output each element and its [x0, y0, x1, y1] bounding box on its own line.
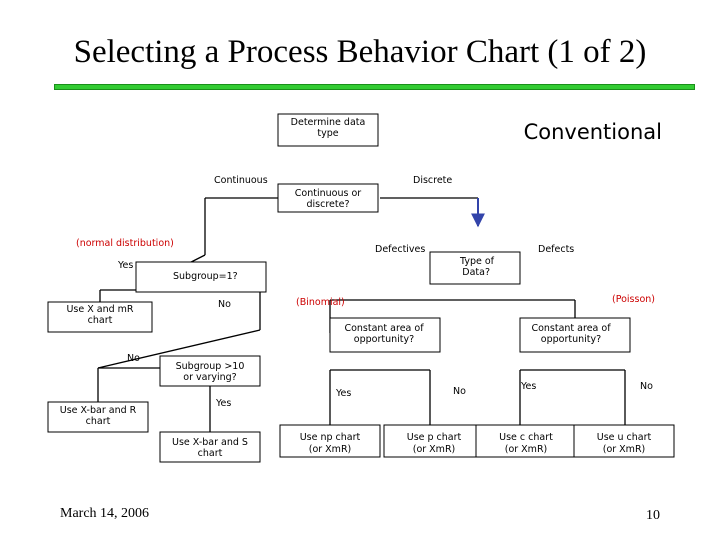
- defectives-label: Defectives: [375, 244, 425, 255]
- use-xbar-s-line1: Use X-bar and S: [172, 437, 248, 448]
- use-np-chart-line1: Use np chart: [300, 432, 361, 443]
- connector-lines: [97, 197, 626, 432]
- subgroup-gt-10-line2: or varying?: [183, 372, 236, 383]
- subgroup-gt-10-line1: Subgroup >10: [176, 361, 245, 372]
- subgroup-equal-1-box: [135, 261, 267, 293]
- connector-line: [97, 329, 261, 369]
- use-x-mr-box: [47, 301, 153, 333]
- use-xbar-s-box: [159, 431, 261, 463]
- constant-area-left-line2: opportunity?: [354, 334, 414, 345]
- yes-label-4: Yes: [520, 381, 536, 392]
- continuous-or-discrete-line2: discrete?: [307, 199, 350, 210]
- use-c-chart-line2: (or XmR): [505, 444, 548, 455]
- yes-label-2: Yes: [215, 398, 231, 409]
- use-x-mr-line2: chart: [88, 315, 113, 326]
- use-p-chart-line2: (or XmR): [413, 444, 456, 455]
- use-p-chart-line1: Use p chart: [407, 432, 462, 443]
- constant-area-right-line1: Constant area of: [531, 323, 611, 334]
- yes-label-1: Yes: [117, 260, 133, 271]
- use-xbar-s-line2: chart: [198, 448, 223, 459]
- use-u-chart-line1: Use u chart: [597, 432, 652, 443]
- continuous-label: Continuous: [214, 175, 268, 186]
- use-xbar-r-line2: chart: [86, 416, 111, 427]
- page-number: 10: [646, 508, 660, 523]
- yes-label-3: Yes: [335, 388, 351, 399]
- continuous-or-discrete-box: [277, 183, 379, 213]
- constant-area-right-box: [519, 317, 631, 353]
- use-u-chart-line2: (or XmR): [603, 444, 646, 455]
- normal-distribution-label: (normal distribution): [76, 238, 174, 249]
- use-np-chart-box: [279, 424, 381, 458]
- conventional-label: Conventional: [524, 120, 662, 144]
- type-of-data-line2: Data?: [462, 267, 490, 278]
- slide-date: March 14, 2006: [60, 506, 150, 521]
- use-np-chart-line2: (or XmR): [309, 444, 352, 455]
- poisson-label: (Poisson): [612, 294, 655, 305]
- no-label-4: No: [640, 381, 653, 392]
- subgroup-equal-1-label: Subgroup=1?: [173, 271, 238, 282]
- discrete-label: Discrete: [413, 175, 452, 186]
- slide-title: Selecting a Process Behavior Chart (1 of…: [73, 34, 647, 70]
- use-p-chart-box: [383, 424, 485, 458]
- subgroup-gt-10-box: [159, 355, 261, 387]
- constant-area-right-line2: opportunity?: [541, 334, 601, 345]
- defects-label: Defects: [538, 244, 574, 255]
- constant-area-left-line1: Constant area of: [344, 323, 424, 334]
- type-of-data-line1: Type of: [459, 256, 495, 267]
- type-of-data-box: [429, 251, 521, 285]
- use-x-mr-line1: Use X and mR: [66, 304, 133, 315]
- use-xbar-r-line1: Use X-bar and R: [60, 405, 137, 416]
- no-label-3: No: [453, 386, 466, 397]
- use-c-chart-box: [475, 424, 577, 458]
- use-xbar-r-box: [47, 401, 149, 433]
- use-c-chart-line1: Use c chart: [499, 432, 553, 443]
- determine-data-type-line1: Determine data: [291, 117, 366, 128]
- title-underline: [54, 84, 695, 90]
- continuous-or-discrete-line1: Continuous or: [295, 188, 361, 199]
- constant-area-left-box: [329, 317, 441, 353]
- no-label-1: No: [218, 299, 231, 310]
- use-u-chart-box: [573, 424, 675, 458]
- no-label-2: No: [127, 353, 140, 364]
- binomial-label: (Binomial): [296, 297, 345, 308]
- determine-data-type-line2: type: [317, 128, 338, 139]
- determine-data-type-box: [277, 113, 379, 147]
